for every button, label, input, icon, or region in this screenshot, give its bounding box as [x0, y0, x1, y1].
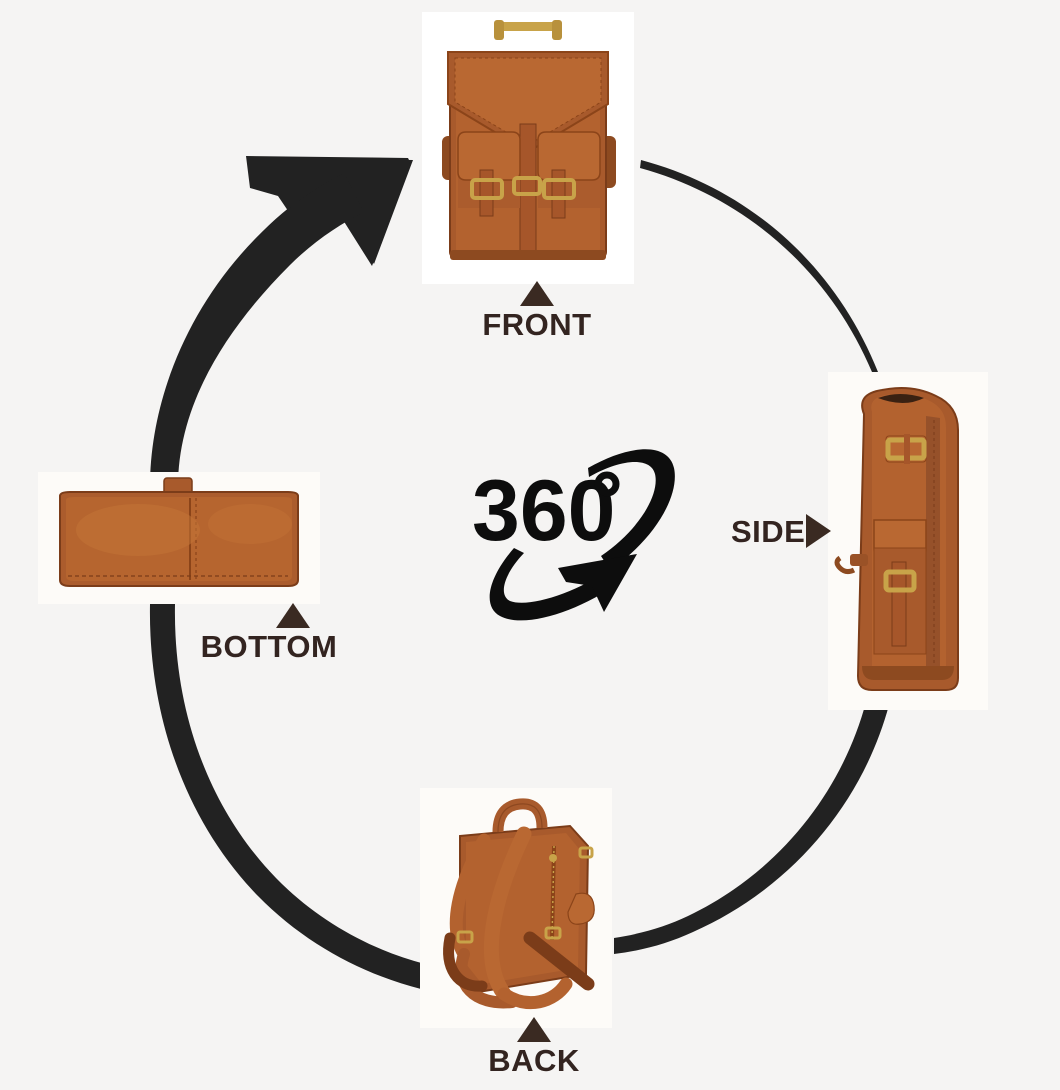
product-photo-bottom[interactable]	[38, 472, 320, 604]
degree-symbol-icon	[594, 471, 620, 497]
view-label-bottom-text: BOTTOM	[200, 629, 338, 664]
rotation-direction-arrow-shaft	[150, 173, 364, 487]
view-label-back-text: BACK	[488, 1043, 580, 1078]
product-photo-front[interactable]	[422, 12, 634, 284]
360-value: 360	[472, 463, 616, 559]
view-label-side-text: SIDE	[731, 513, 806, 549]
triangle-up-icon	[517, 1017, 551, 1042]
360-degree-rotation-logo: 360	[462, 436, 692, 636]
view-label-back[interactable]: BACK	[452, 1017, 616, 1076]
product-photo-side[interactable]	[828, 372, 988, 710]
360-orbit-upper	[588, 449, 675, 570]
360-arrow-head	[558, 554, 637, 612]
triangle-right-icon	[806, 514, 832, 548]
orbit-arc-bottom-left	[149, 604, 425, 989]
view-label-side[interactable]: SIDE	[731, 513, 832, 549]
product-photo-back[interactable]	[420, 788, 612, 1028]
orbit-arc-bottom-right	[614, 702, 889, 954]
triangle-up-icon	[276, 603, 310, 628]
orbit-arc-top-right	[640, 160, 878, 372]
view-label-front[interactable]: FRONT	[452, 281, 622, 340]
view-label-bottom[interactable]: BOTTOM	[180, 603, 358, 662]
view-label-front-text: FRONT	[482, 307, 592, 342]
triangle-up-icon	[520, 281, 554, 306]
